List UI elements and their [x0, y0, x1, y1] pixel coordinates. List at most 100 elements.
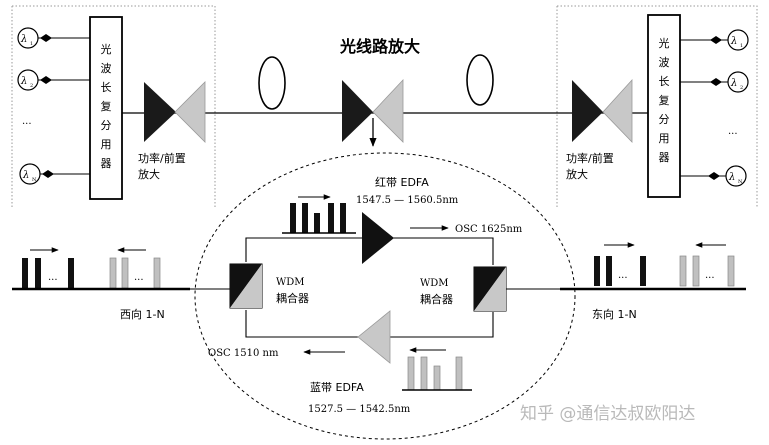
channel-source-left-n: λ N [19, 163, 90, 185]
mux-left-char: 复 [101, 99, 112, 113]
amp-left-label-2: 放大 [138, 167, 160, 181]
spectrum-bar [594, 256, 600, 286]
wdm-coupler-left [229, 263, 263, 309]
upper-path-right [393, 237, 494, 265]
mux-box-left [89, 16, 123, 200]
amplifier-center-dark [342, 80, 373, 142]
page-title: 光线路放大 [339, 37, 420, 56]
amp-left-label-1: 功率/前置 [138, 151, 186, 165]
lambda-symbol: λ [20, 76, 27, 87]
spectrum-bar [692, 255, 700, 287]
wdm-coupler-right [473, 266, 507, 312]
channel-source-right-1: λ 1 [680, 29, 749, 51]
red-band-spectrum [282, 194, 356, 234]
mux-right-char: 光 [659, 36, 670, 50]
spectrum-bar [455, 356, 463, 391]
lambda-symbol: λ [20, 34, 27, 45]
west-label: 西向 1-N [120, 307, 165, 321]
channel-source-right-n: λ N [680, 165, 747, 187]
fiber-coil-left [258, 56, 286, 110]
amplifier-right-dark [572, 80, 603, 142]
spectrum-bar [109, 257, 117, 289]
mux-left-char: 波 [101, 62, 112, 75]
lambda-symbol: λ [730, 78, 737, 89]
amplifier-center-light [372, 78, 404, 143]
channel-source-left-2: λ 2 [17, 69, 90, 91]
spectrum-bar [68, 258, 74, 288]
mux-right-char: 波 [659, 56, 670, 69]
lambda-symbol: λ [730, 36, 737, 47]
east-label: 东向 1-N [592, 307, 637, 321]
mux-right-char: 复 [659, 93, 670, 107]
osc-1625-label: OSC 1625nm [455, 224, 523, 235]
wdm-left-label-2: 耦合器 [276, 291, 309, 305]
spectrum-bar [727, 255, 735, 287]
amp-right-label-1: 功率/前置 [566, 151, 614, 165]
lambda-symbol: λ [22, 170, 29, 181]
wdm-right-label-2: 耦合器 [420, 292, 453, 306]
wdm-right-label-1: WDM [420, 278, 449, 289]
spectrum-ellipsis: ... [134, 272, 144, 283]
amplifier-left-light [174, 81, 206, 143]
lower-path [245, 310, 358, 338]
red-band-label: 红带 EDFA [375, 176, 429, 189]
amp-right-label-2: 放大 [566, 167, 588, 181]
mux-right-char: 分 [659, 113, 670, 126]
blue-band-range: 1527.5 — 1542.5nm [308, 404, 411, 415]
red-band-edfa-amplifier [362, 212, 394, 264]
lower-path-right [390, 312, 494, 338]
west-spectrum: ... ... [12, 247, 190, 291]
mux-right-char: 器 [659, 151, 670, 164]
spectrum-ellipsis: ... [48, 272, 58, 283]
spectrum-bar [290, 203, 296, 233]
channel-index: 1 [30, 41, 33, 47]
spectrum-bar [433, 365, 441, 391]
spectrum-bar [407, 356, 415, 391]
mux-box-right [647, 14, 681, 198]
fiber-coil-right [466, 54, 494, 106]
mux-right-char: 长 [659, 75, 670, 88]
spectrum-bar [420, 356, 428, 391]
spectrum-bar [640, 256, 646, 286]
blue-band-spectrum [402, 347, 472, 391]
blue-band-edfa-amplifier [357, 310, 391, 364]
channel-ellipsis-left: ... [22, 116, 32, 127]
upper-path [245, 237, 362, 262]
channel-index: 2 [30, 83, 33, 89]
spectrum-bar [314, 213, 320, 233]
spectrum-bar [35, 258, 41, 288]
spectrum-bar [328, 203, 334, 233]
red-band-range: 1547.5 — 1560.5nm [356, 195, 459, 206]
amplifier-left-dark [144, 82, 176, 142]
spectrum-bar [121, 257, 129, 289]
lambda-symbol: λ [728, 172, 735, 183]
spectrum-bar [679, 255, 687, 287]
spectrum-bar [22, 258, 28, 288]
detail-zoom-ellipse [194, 152, 576, 440]
right-dotted-frame [556, 5, 758, 208]
amplifier-right-light [602, 78, 633, 143]
mux-left-char: 器 [101, 157, 112, 170]
mux-left-char: 用 [101, 138, 112, 151]
spectrum-bar [302, 203, 308, 233]
osc-1510-label: OSC 1510 nm [208, 348, 279, 359]
channel-index: N [32, 177, 37, 183]
spectrum-bar [606, 256, 612, 286]
spectrum-bar [340, 203, 346, 233]
channel-source-right-2: λ 2 [680, 71, 749, 93]
wdm-left-label-1: WDM [276, 277, 305, 288]
mux-right-char: 用 [659, 132, 670, 145]
channel-index: 2 [740, 85, 743, 91]
spectrum-ellipsis: ... [618, 270, 628, 281]
mux-left-char: 长 [101, 81, 112, 94]
blue-band-label: 蓝带 EDFA [310, 381, 364, 394]
watermark: 知乎 @通信达叔欧阳达 [520, 404, 695, 424]
spectrum-ellipsis: ... [705, 270, 715, 281]
mux-left-char: 分 [101, 119, 112, 132]
channel-ellipsis-right: ... [728, 126, 738, 137]
left-dotted-frame [11, 5, 216, 208]
east-spectrum: ... ... [560, 242, 746, 291]
channel-source-left-1: λ 1 [17, 27, 90, 49]
spectrum-bar [153, 257, 161, 289]
